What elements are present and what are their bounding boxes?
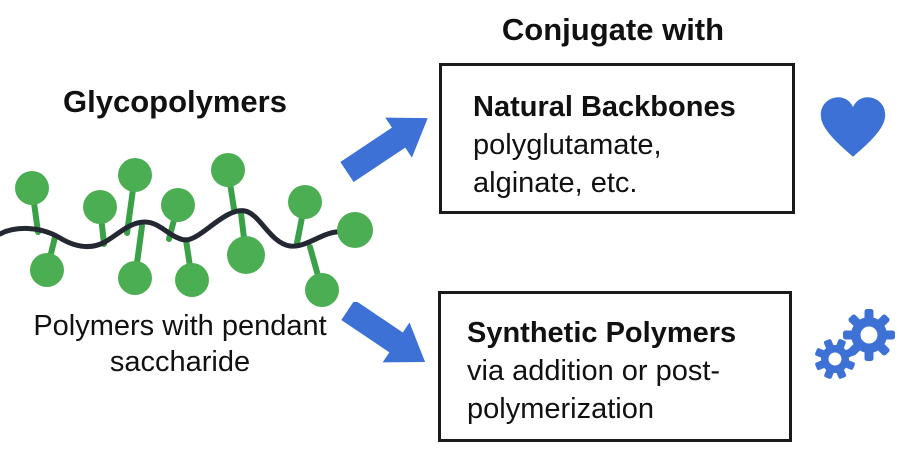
small-gear [815,339,855,379]
saccharide-circles [15,153,373,307]
synthetic-polymers-line1: via addition or post- [467,355,721,387]
gears-icon [815,309,895,379]
conjugate-with-title: Conjugate with [501,12,725,47]
synthetic-polymers-box: Synthetic Polymers via addition or post-… [438,291,792,442]
synthetic-polymers-heading: Synthetic Polymers [467,317,737,349]
synthetic-polymers-line2: polymerization [467,393,654,425]
large-gear [843,309,895,361]
heart-icon [820,97,886,157]
arrow-up-right-icon [340,117,428,182]
natural-backbones-line1: polyglutamate, [473,129,662,161]
molecule-caption-line1: Polymers with pendant [33,310,327,342]
glycopolymer-chain-illustration [0,153,373,307]
natural-backbones-box: Natural Backbones polyglutamate, alginat… [439,63,795,214]
polymer-backbone-line [0,208,355,250]
arrow-down-right-icon [341,302,426,363]
molecule-caption: Polymers with pendant saccharide [0,308,360,380]
natural-backbones-heading: Natural Backbones [473,91,736,123]
natural-backbones-line2: alginate, etc. [473,167,638,199]
molecule-caption-line2: saccharide [109,346,251,378]
glycopolymers-title: Glycopolymers [63,84,287,119]
